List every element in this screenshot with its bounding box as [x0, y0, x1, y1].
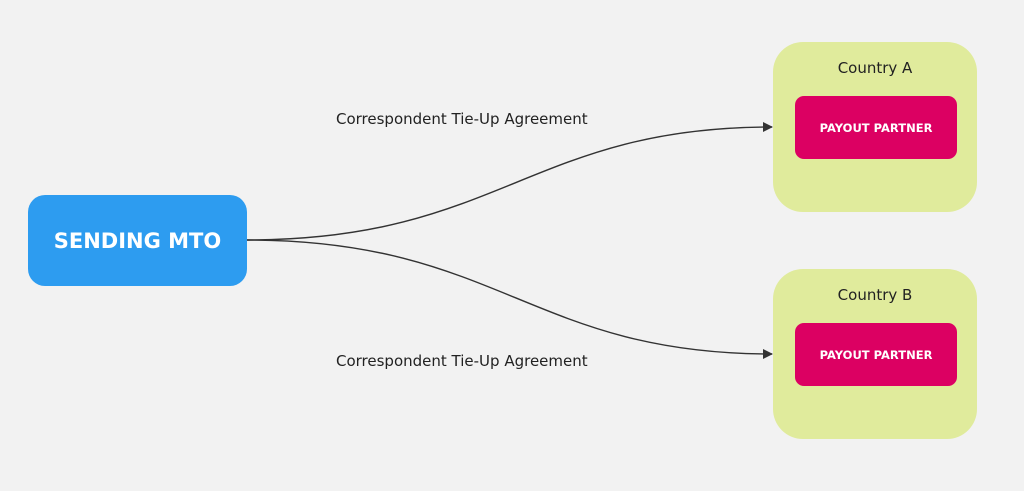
country-a-group: Country A PAYOUT PARTNER	[773, 42, 977, 212]
payout-partner-a-label: PAYOUT PARTNER	[819, 120, 933, 135]
edge-to-country-b	[246, 239, 773, 359]
edge-label-a: Correspondent Tie-Up Agreement	[336, 110, 588, 128]
country-a-label: Country A	[837, 59, 913, 77]
country-b-group: Country B PAYOUT PARTNER	[773, 269, 977, 439]
edge-label-b: Correspondent Tie-Up Agreement	[336, 352, 588, 370]
edge-to-country-a	[246, 122, 773, 241]
payout-partner-b-label: PAYOUT PARTNER	[819, 347, 933, 362]
country-b-label: Country B	[837, 286, 913, 304]
sending-mto-label: SENDING MTO	[53, 228, 222, 253]
payout-partner-a: PAYOUT PARTNER	[795, 96, 957, 159]
payout-partner-b: PAYOUT PARTNER	[795, 323, 957, 386]
sending-mto-node: SENDING MTO	[28, 195, 247, 286]
